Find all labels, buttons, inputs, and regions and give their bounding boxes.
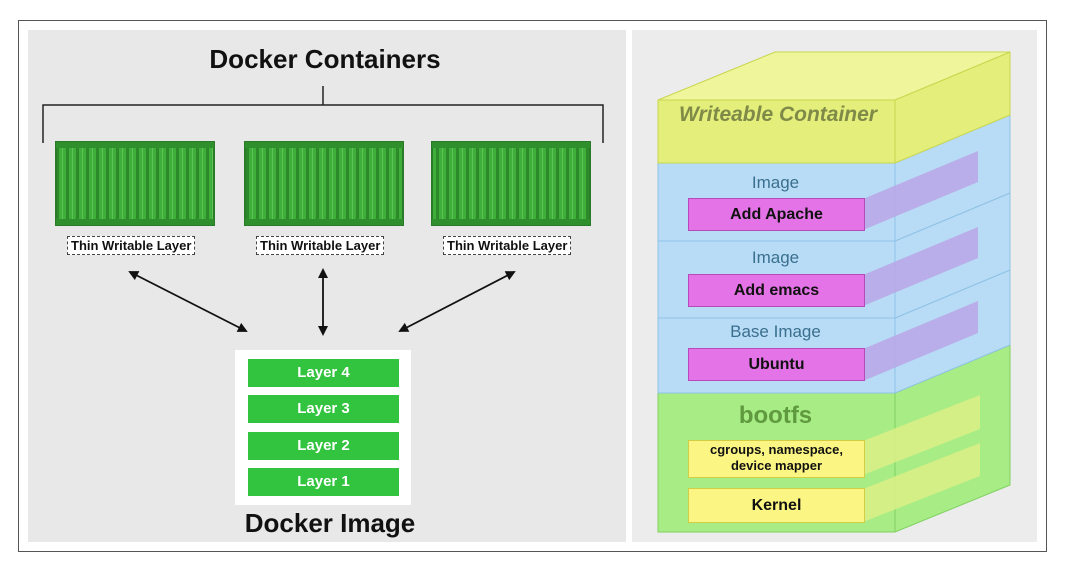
cgroups-box: cgroups, namespace, device mapper [688,440,865,478]
arrow-container-1 [128,271,248,332]
kernel-box: Kernel [688,488,865,523]
add-apache-box: Add Apache [688,198,865,231]
arrow-container-3 [398,271,516,332]
docker-containers-title: Docker Containers [209,44,441,74]
base-image-label: Base Image [730,322,821,341]
ubuntu-slab [863,301,978,381]
layer-2: Layer 2 [248,432,399,460]
docker-image-title: Docker Image [244,508,416,538]
layer-4: Layer 4 [248,359,399,387]
kernel-slab [863,443,980,522]
apache-slab [863,151,978,230]
cgroups-line-2: device mapper [730,458,823,473]
ubuntu-box: Ubuntu [688,348,865,381]
container-3 [431,141,591,226]
cgroups-slab [863,395,980,475]
writeable-container-label: Writeable Container [679,103,877,126]
add-emacs-box: Add emacs [688,274,865,307]
image-label-2: Image [751,248,800,267]
emacs-slab [863,227,978,306]
container-1 [55,141,215,226]
image-label-1: Image [751,173,800,192]
layer-1: Layer 1 [248,468,399,496]
container-2 [244,141,404,226]
thin-writable-layer-label: Thin Writable Layer [443,236,572,255]
thin-writable-layer-label: Thin Writable Layer [67,236,196,255]
bootfs-label: bootfs [738,402,813,429]
docker-image-box: Layer 4 Layer 3 Layer 2 Layer 1 [235,350,411,505]
thin-writable-layer-label: Thin Writable Layer [256,236,385,255]
writeable-container-layer [657,51,1011,164]
layer-3: Layer 3 [248,395,399,423]
cgroups-line-1: cgroups, namespace, [710,442,843,457]
